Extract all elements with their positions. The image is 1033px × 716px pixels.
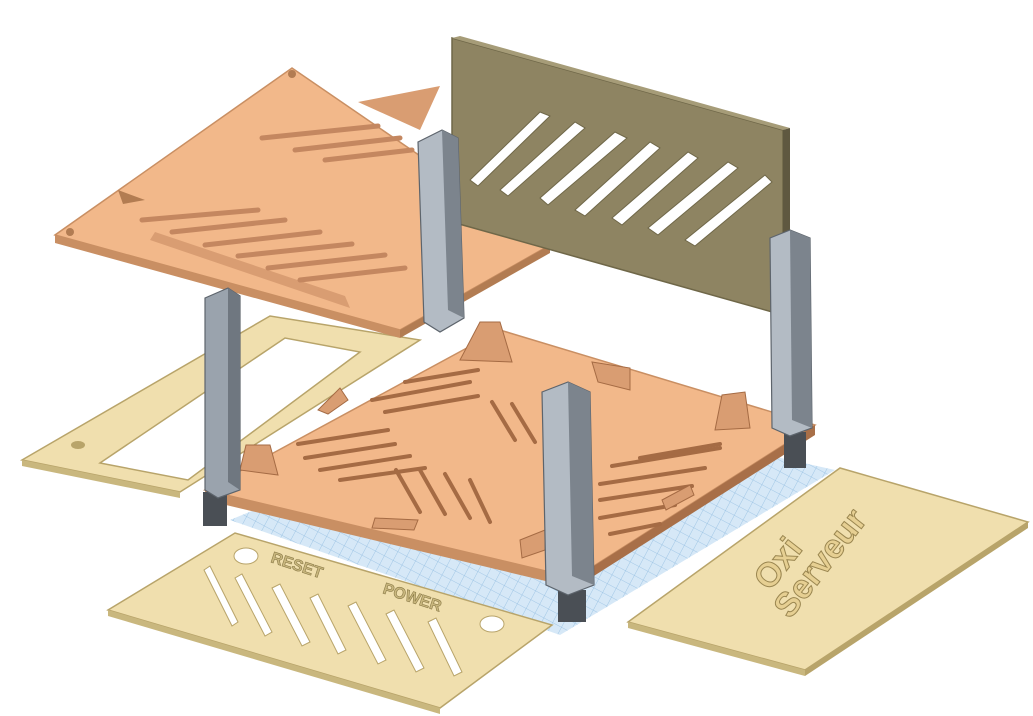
vent-slots [139,123,415,283]
pillar-back-left[interactable] [417,129,465,333]
standoff [317,387,349,415]
pillar-front-left[interactable] [204,287,241,499]
pillar-back-right[interactable] [769,229,813,437]
reset-button-hole[interactable] [233,547,259,565]
standoff [714,391,751,431]
standoff [371,517,419,531]
foot [203,492,227,526]
side-panel[interactable]: Oxi Serveur [626,467,1030,676]
pillar-front-right[interactable] [541,381,595,596]
power-button-hole[interactable] [479,615,505,633]
base-plate[interactable] [202,321,817,588]
standoff [459,321,513,363]
mount-hole [66,228,74,236]
standoff [591,361,631,391]
front-panel[interactable]: RESET POWER [106,532,554,714]
back-vent-slots [469,111,773,247]
front-vent-slots [203,565,463,677]
mount-hole [288,70,296,78]
foot [784,432,806,468]
standoff [661,484,695,511]
foot [558,590,586,622]
mount-hole [71,441,85,449]
back-panel[interactable] [451,36,790,316]
standoff [239,444,279,476]
base-vent-slots [296,368,722,536]
